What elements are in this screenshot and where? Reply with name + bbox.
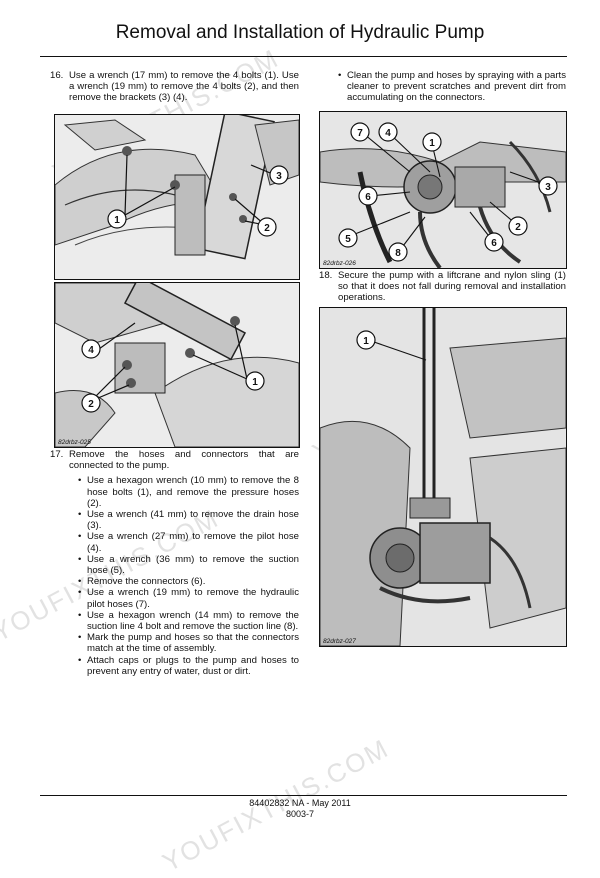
figure-bolts-brackets-lower: 4 2 1 82drbz-025: [54, 282, 300, 448]
step-text: Use a wrench (17 mm) to remove the 4 bol…: [69, 70, 299, 104]
callout-label: 4: [385, 128, 391, 139]
callout-label: 4: [88, 345, 94, 356]
page-title: Removal and Installation of Hydraulic Pu…: [115, 22, 485, 43]
callout-label: 1: [429, 138, 435, 149]
callout-label: 6: [365, 192, 371, 203]
left-column: 16. Use a wrench (17 mm) to remove the 4…: [50, 70, 299, 104]
step-number: 18.: [319, 270, 333, 281]
list-item: Mark the pump and hoses so that the conn…: [78, 632, 299, 654]
step-18: 18. Secure the pump with a liftcrane and…: [319, 270, 566, 304]
header-rule: [40, 56, 567, 57]
step-number: 16.: [50, 70, 64, 81]
footer-doc-number: 84402832 NA - May 2011: [249, 798, 351, 808]
figure-bolts-brackets-drawing: 1 2 3: [55, 115, 299, 279]
step-text: Secure the pump with a liftcrane and nyl…: [338, 270, 566, 304]
list-item: Use a hexagon wrench (10 mm) to remove t…: [78, 475, 299, 509]
footer-page-number: 8003-7: [285, 809, 315, 819]
list-item: Use a wrench (36 mm) to remove the sucti…: [78, 554, 299, 576]
list-item: Use a hexagon wrench (14 mm) to remove t…: [78, 610, 299, 632]
list-item: Attach caps or plugs to the pump and hos…: [78, 655, 299, 677]
callout-label: 5: [345, 234, 351, 245]
callout-label: 1: [252, 377, 258, 388]
callout-label: 3: [545, 182, 551, 193]
figure-liftcrane-sling-drawing: 1: [320, 308, 566, 646]
footer-rule: [40, 795, 567, 796]
step-number: 17.: [50, 449, 64, 460]
callout-label: 1: [363, 336, 369, 347]
figure-id: 82drbz-026: [323, 260, 356, 267]
right-column: Clean the pump and hoses by spraying wit…: [338, 70, 566, 104]
figure-pump-hoses: 7 4 1 3 6 2 6 5 8 82drbz-026: [319, 111, 567, 269]
figure-bolts-brackets-lower-drawing: 4 2 1: [55, 283, 299, 447]
list-item: Clean the pump and hoses by spraying wit…: [338, 70, 566, 104]
callout-label: 1: [114, 215, 120, 226]
callout-label: 8: [395, 248, 401, 259]
step-17-bullets: Use a hexagon wrench (10 mm) to remove t…: [50, 475, 299, 677]
left-column-lower: 17. Remove the hoses and connectors that…: [50, 449, 299, 677]
figure-id: 82drbz-025: [58, 439, 91, 446]
figure-pump-hoses-drawing: 7 4 1 3 6 2 6 5 8: [320, 112, 566, 268]
step-16: 16. Use a wrench (17 mm) to remove the 4…: [50, 70, 299, 104]
callout-label: 2: [88, 399, 94, 410]
figure-id: 82drbz-027: [323, 638, 356, 645]
list-item: Use a wrench (19 mm) to remove the hydra…: [78, 587, 299, 609]
callout-label: 7: [357, 128, 363, 139]
right-column-lower: 18. Secure the pump with a liftcrane and…: [319, 270, 566, 304]
list-item: Use a wrench (41 mm) to remove the drain…: [78, 509, 299, 531]
step-text: Remove the hoses and connectors that are…: [69, 449, 299, 472]
callout-label: 3: [276, 171, 282, 182]
figure-bolts-brackets: 1 2 3: [54, 114, 300, 280]
callout-label: 2: [515, 222, 521, 233]
list-item: Remove the connectors (6).: [78, 576, 299, 587]
figure-liftcrane-sling: 1 82drbz-027: [319, 307, 567, 647]
list-item: Use a wrench (27 mm) to remove the pilot…: [78, 531, 299, 553]
callout-label: 2: [264, 223, 270, 234]
callout-label: 6: [491, 238, 497, 249]
step-17: 17. Remove the hoses and connectors that…: [50, 449, 299, 471]
